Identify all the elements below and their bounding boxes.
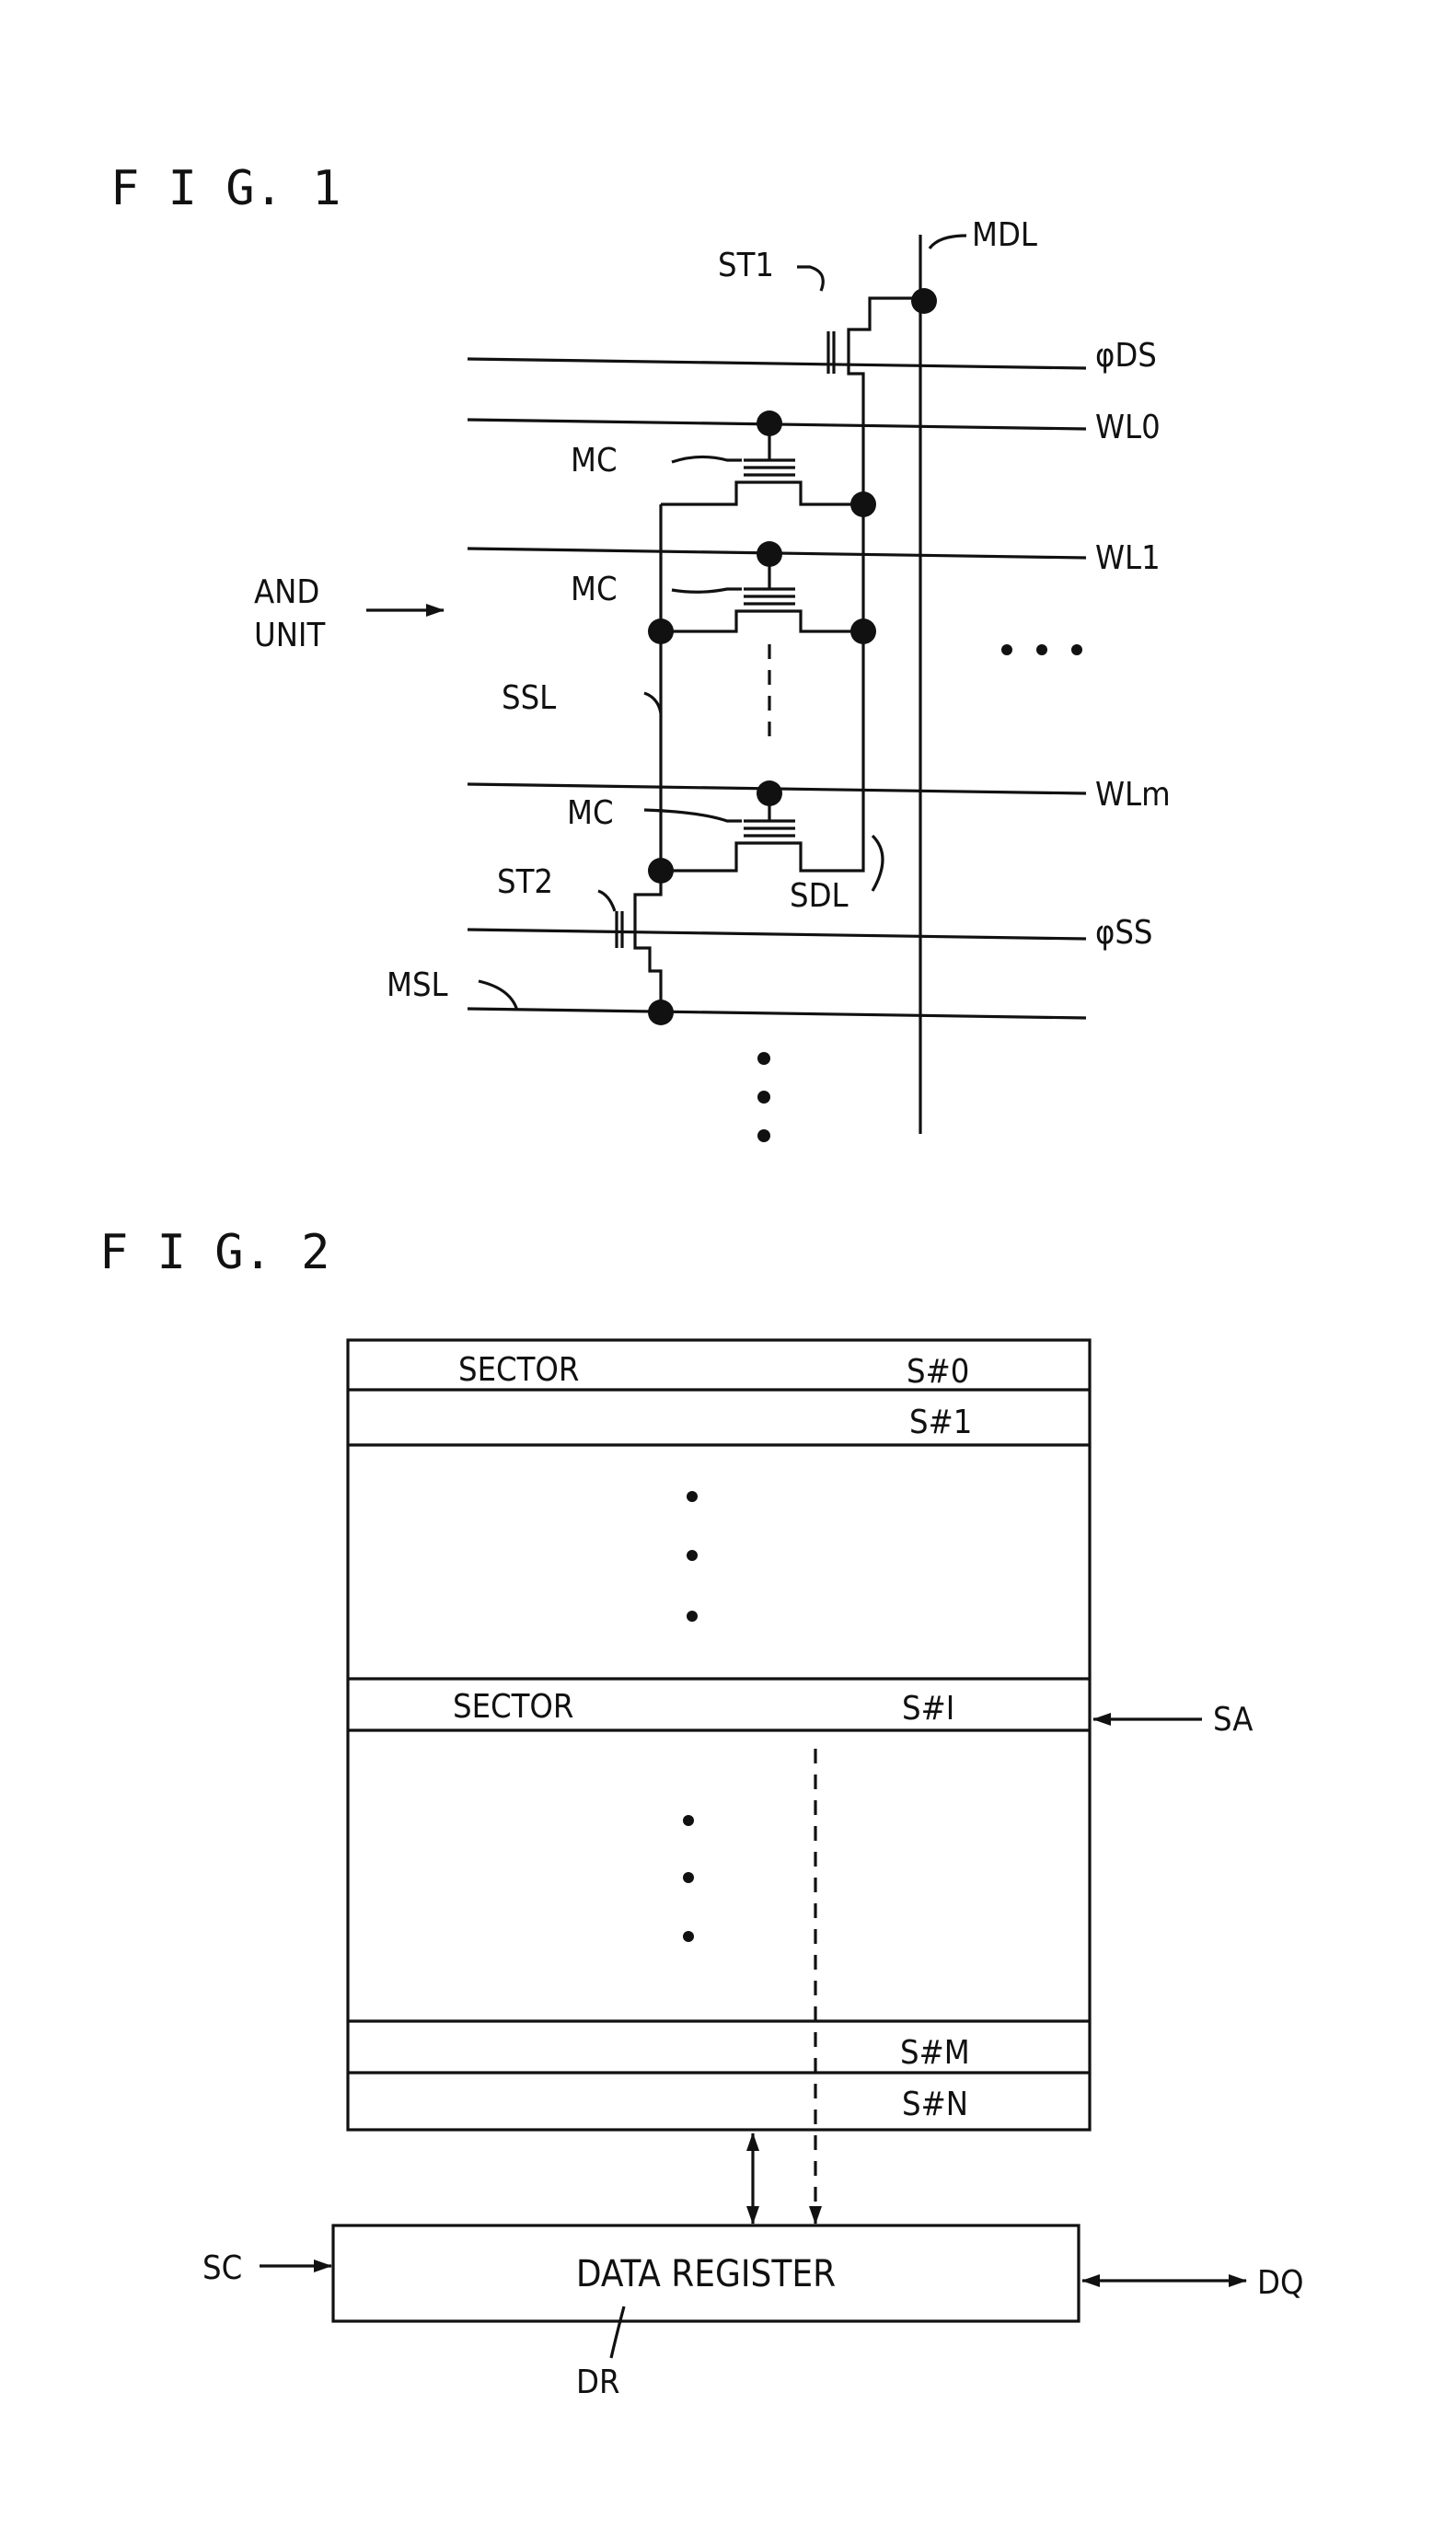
ellipsis-dot — [1036, 644, 1047, 655]
fig2-title: F I G. 2 — [99, 1225, 329, 1280]
label-wl1: WL1 — [1095, 539, 1161, 577]
msl-line — [468, 1009, 1086, 1018]
junction-dot — [648, 1000, 674, 1025]
fig1-circuit — [366, 235, 1086, 1142]
sector-1-id: S#1 — [909, 1404, 972, 1441]
label-sa: SA — [1213, 1701, 1253, 1739]
label-ssl: SSL — [502, 679, 556, 717]
sector-0-id: S#0 — [907, 1353, 969, 1391]
ellipsis-dot — [757, 1129, 770, 1142]
dr-leader — [611, 2306, 624, 2358]
fig2-memory-array — [348, 1340, 1090, 2130]
fig1-title: F I G. 1 — [110, 161, 341, 216]
junction-dot — [911, 288, 937, 314]
label-wlm: WLm — [1095, 776, 1171, 814]
st1-transistor — [849, 298, 925, 504]
label-st2: ST2 — [497, 863, 553, 901]
ellipsis-dot — [687, 1550, 698, 1561]
ellipsis-dot — [683, 1815, 694, 1826]
sector-n-id: S#N — [902, 2086, 968, 2123]
label-st1: ST1 — [718, 247, 774, 284]
ellipsis-dot — [687, 1491, 698, 1502]
ellipsis-dot — [683, 1872, 694, 1883]
memory-array-box — [348, 1340, 1090, 2130]
ellipsis-dot — [1001, 644, 1012, 655]
label-mc-1: MC — [571, 571, 618, 608]
phi-ds-line — [468, 359, 1086, 368]
label-and-unit-1: AND — [254, 573, 319, 611]
ellipsis-dot — [683, 1931, 694, 1942]
junction-dot — [850, 618, 876, 644]
junction-dot — [757, 780, 782, 806]
label-dq: DQ — [1257, 2264, 1303, 2302]
label-mdl: MDL — [972, 216, 1037, 254]
junction-dot — [757, 410, 782, 436]
memory-cell-wlm — [661, 793, 863, 871]
label-msl: MSL — [387, 966, 448, 1004]
junction-dot — [648, 858, 674, 884]
memory-cell-wl0 — [722, 425, 863, 504]
label-wl0: WL0 — [1095, 409, 1161, 446]
data-register-label: DATA REGISTER — [576, 2253, 836, 2295]
junction-dot — [850, 491, 876, 517]
label-phi-ds: φDS — [1095, 337, 1157, 375]
junction-dot — [757, 541, 782, 567]
label-and-unit-2: UNIT — [254, 617, 325, 654]
sector-m-id: S#M — [900, 2034, 970, 2072]
phi-ss-line — [468, 930, 1086, 939]
label-phi-ss: φSS — [1095, 914, 1153, 952]
sector-0-name: SECTOR — [458, 1351, 579, 1389]
label-sdl: SDL — [790, 877, 849, 915]
st2-transistor — [635, 873, 661, 1012]
memory-cell-wl1 — [661, 556, 863, 631]
ellipsis-dot — [1071, 644, 1082, 655]
junction-dot — [648, 618, 674, 644]
ellipsis-dot — [757, 1091, 770, 1104]
ellipsis-dot — [757, 1052, 770, 1065]
ellipsis-dot — [687, 1611, 698, 1622]
sector-i-id: S#I — [902, 1690, 954, 1728]
label-mc-m: MC — [567, 794, 614, 832]
label-mc-0: MC — [571, 442, 618, 480]
label-sc: SC — [202, 2249, 242, 2287]
sector-i-name: SECTOR — [453, 1688, 573, 1726]
label-dr: DR — [576, 2364, 619, 2401]
